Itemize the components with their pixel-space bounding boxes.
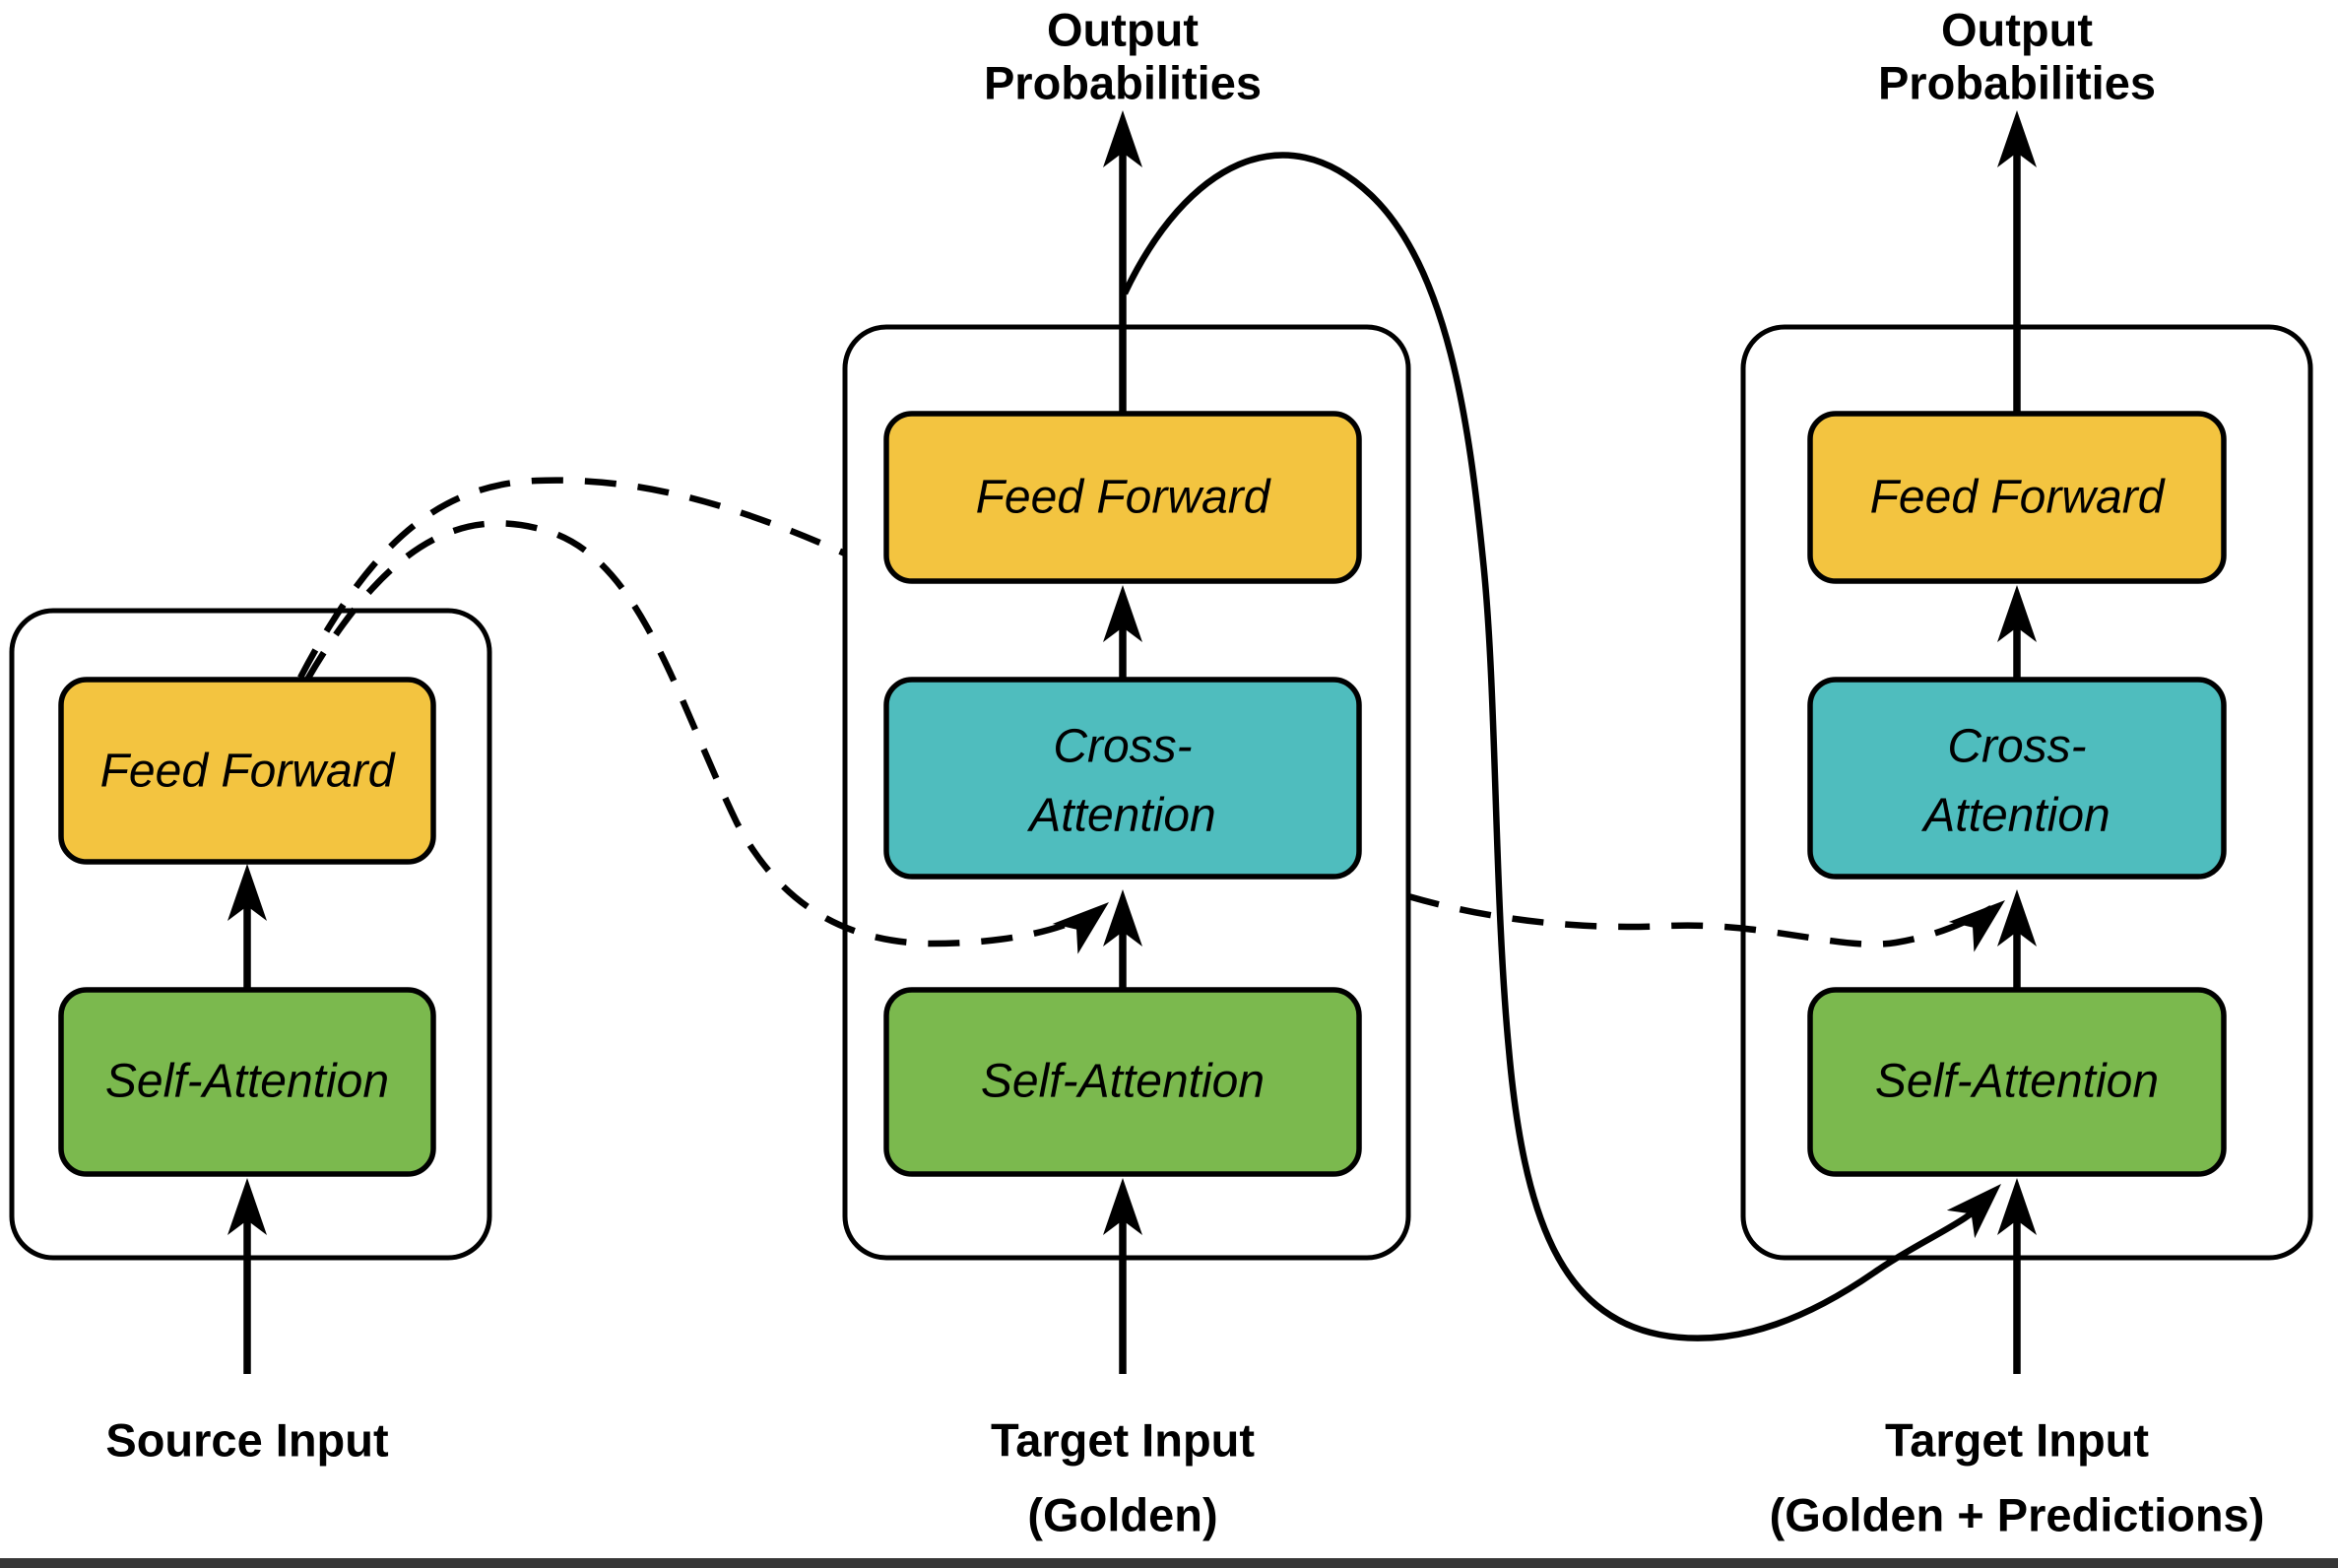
feedback-curve bbox=[1122, 152, 1994, 1341]
labels: Feed Forward Self-Attention Source Input… bbox=[100, 4, 2265, 1541]
decoder-golden-input-label-line2: (Golden) bbox=[1027, 1489, 1217, 1541]
dashed-curve bbox=[1407, 892, 1993, 947]
encoder-feed-forward-box bbox=[58, 677, 436, 865]
decoder-golden-feed-forward-label: Feed Forward bbox=[976, 472, 1271, 524]
decoder-golden-cross-attention-box bbox=[883, 677, 1362, 880]
decoder-golden-self-attention-box bbox=[883, 987, 1362, 1177]
predictions-feedback-arrow bbox=[1122, 152, 2016, 1341]
dashed-curve bbox=[304, 520, 1097, 947]
decoder-golden-cross-attention-label-line2: Attention bbox=[1026, 790, 1215, 842]
decoder-mixed-self-attention-label: Self-Attention bbox=[1875, 1056, 2159, 1108]
decoder-mixed-cross-attention-box bbox=[1807, 677, 2227, 880]
decoder-golden-output-label-line1: Output bbox=[1047, 4, 1199, 56]
decoder-mixed-cross-attention-label-line1: Cross- bbox=[1947, 721, 2086, 773]
decoder-golden-self-attention-label: Self-Attention bbox=[981, 1056, 1265, 1108]
decoder-mixed-input-label-line1: Target Input bbox=[1885, 1414, 2149, 1467]
decoder-mixed-output-label-line2: Probabilities bbox=[1878, 57, 2156, 109]
encoder-to-decoder-mixed-dashed-arrow-segment2 bbox=[1407, 884, 2018, 952]
decoder-golden-input-label-line1: Target Input bbox=[991, 1414, 1255, 1467]
encoder-self-attention-box bbox=[58, 987, 436, 1177]
decoder-golden-cross-attention-label-line1: Cross- bbox=[1053, 721, 1192, 773]
decoder-mixed-feed-forward-label: Feed Forward bbox=[1870, 472, 2166, 524]
decoder-golden-block bbox=[842, 324, 1411, 1261]
encoder-to-decoder-mixed-dashed-arrow-segment1 bbox=[297, 477, 847, 680]
source-input-label: Source Input bbox=[105, 1414, 389, 1467]
encoder-arrows bbox=[227, 864, 267, 1374]
decoder-mixed-input-label-line2: (Golden + Predictions) bbox=[1770, 1489, 2265, 1541]
encoder-feed-forward-label: Feed Forward bbox=[100, 746, 396, 798]
encoder-to-decoder-golden-dashed-arrow bbox=[304, 520, 1122, 954]
decoder-golden-arrows bbox=[1103, 110, 1142, 1374]
bottom-rule bbox=[0, 1558, 2338, 1568]
decoder-golden-output-label-line2: Probabilities bbox=[984, 57, 1262, 109]
decoder-mixed-block bbox=[1740, 324, 2313, 1261]
decoder-mixed-arrows bbox=[1997, 110, 2037, 1374]
decoder-mixed-self-attention-box bbox=[1807, 987, 2227, 1177]
encoder-self-attention-label: Self-Attention bbox=[105, 1056, 389, 1108]
decoder-mixed-output-label-line1: Output bbox=[1941, 4, 2093, 56]
decoder-mixed-cross-attention-label-line2: Attention bbox=[1920, 790, 2110, 842]
